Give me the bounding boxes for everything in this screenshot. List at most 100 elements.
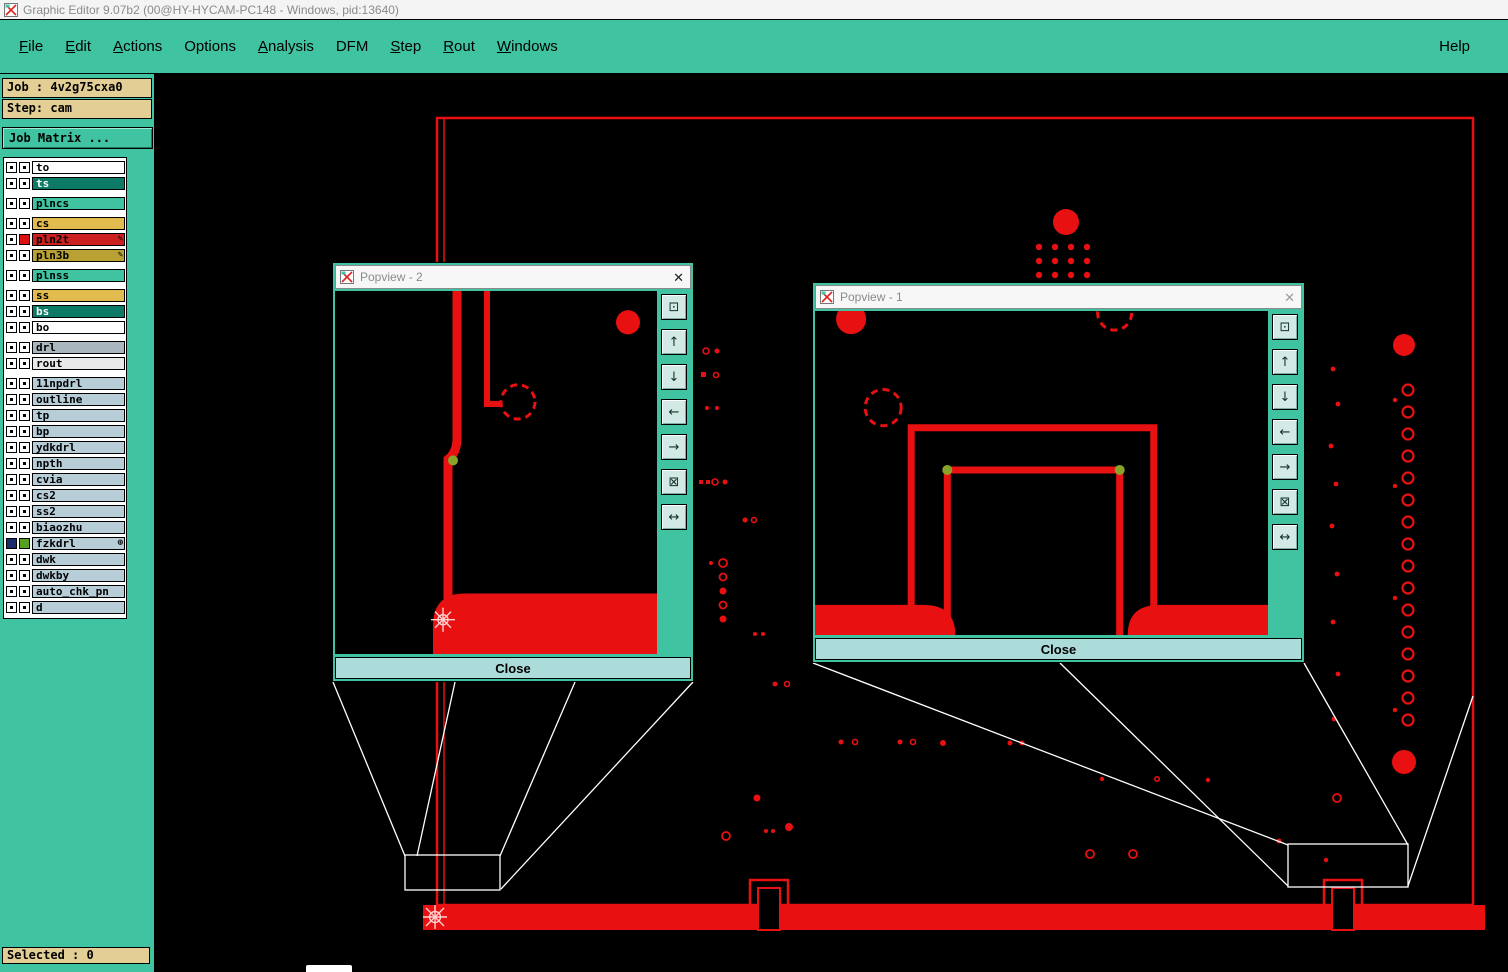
layer-outline[interactable]: outline bbox=[6, 392, 125, 407]
layer-drl[interactable]: drl bbox=[6, 340, 125, 355]
zoom-window-button[interactable]: ⊡ bbox=[1272, 314, 1298, 340]
layer-select-toggle[interactable] bbox=[6, 570, 17, 581]
layer-name[interactable]: cs bbox=[32, 217, 125, 230]
layer-name[interactable]: ydkdrl bbox=[32, 441, 125, 454]
layer-visibility-toggle[interactable] bbox=[19, 218, 30, 229]
layer-visibility-toggle[interactable] bbox=[19, 442, 30, 453]
layer-dwkby[interactable]: dwkby bbox=[6, 568, 125, 583]
layer-select-toggle[interactable] bbox=[6, 442, 17, 453]
center-view-button[interactable]: ↔ bbox=[661, 504, 687, 530]
layer-select-toggle[interactable] bbox=[6, 306, 17, 317]
layer-ss2[interactable]: ss2 bbox=[6, 504, 125, 519]
layer-name[interactable]: plncs bbox=[32, 197, 125, 210]
zoom-window-button[interactable]: ⊡ bbox=[661, 294, 687, 320]
layer-select-toggle[interactable] bbox=[6, 198, 17, 209]
layer-visibility-toggle[interactable] bbox=[19, 290, 30, 301]
layer-name[interactable]: pln2t ✎ bbox=[32, 233, 125, 246]
layer-d[interactable]: d bbox=[6, 600, 125, 615]
layer-fzkdrl[interactable]: fzkdrl ⊕ bbox=[6, 536, 125, 551]
zoom-fit-button[interactable]: ⊠ bbox=[1272, 489, 1298, 515]
layer-visibility-toggle[interactable] bbox=[19, 570, 30, 581]
layer-select-toggle[interactable] bbox=[6, 378, 17, 389]
popview-1-canvas[interactable] bbox=[815, 311, 1268, 635]
layer-name[interactable]: auto_chk_pn bbox=[32, 585, 125, 598]
layer-pln3b[interactable]: pln3b ✎ bbox=[6, 248, 125, 263]
layer-biaozhu[interactable]: biaozhu bbox=[6, 520, 125, 535]
layer-dwk[interactable]: dwk bbox=[6, 552, 125, 567]
layer-select-toggle[interactable] bbox=[6, 490, 17, 501]
layer-select-toggle[interactable] bbox=[6, 602, 17, 613]
popview-1-titlebar[interactable]: Popview - 1 ✕ bbox=[815, 285, 1302, 309]
layer-name[interactable]: outline bbox=[32, 393, 125, 406]
layer-pln2t[interactable]: pln2t ✎ bbox=[6, 232, 125, 247]
menu-step[interactable]: Step bbox=[390, 38, 422, 55]
pan-up-button[interactable]: ↑ bbox=[1272, 349, 1298, 375]
layer-select-toggle[interactable] bbox=[6, 270, 17, 281]
layer-plncs[interactable]: plncs bbox=[6, 196, 125, 211]
layer-visibility-toggle[interactable] bbox=[19, 198, 30, 209]
popview-2-canvas[interactable] bbox=[335, 291, 657, 654]
layer-cs2[interactable]: cs2 bbox=[6, 488, 125, 503]
pan-right-button[interactable]: → bbox=[1272, 454, 1298, 480]
layer-visibility-toggle[interactable] bbox=[19, 586, 30, 597]
layer-visibility-toggle[interactable] bbox=[19, 394, 30, 405]
zoom-fit-button[interactable]: ⊠ bbox=[661, 469, 687, 495]
popview-2-titlebar[interactable]: Popview - 2 ✕ bbox=[335, 265, 691, 289]
layer-plnss[interactable]: plnss bbox=[6, 268, 125, 283]
layer-name[interactable]: drl bbox=[32, 341, 125, 354]
layer-visibility-toggle[interactable] bbox=[19, 306, 30, 317]
layer-bs[interactable]: bs bbox=[6, 304, 125, 319]
popview-2-close-button[interactable]: Close bbox=[335, 657, 691, 679]
layer-select-toggle[interactable] bbox=[6, 410, 17, 421]
layer-cvia[interactable]: cvia bbox=[6, 472, 125, 487]
layer-name[interactable]: 11npdrl bbox=[32, 377, 125, 390]
menu-options[interactable]: Options bbox=[184, 38, 236, 55]
layer-select-toggle[interactable] bbox=[6, 234, 17, 245]
layer-visibility-toggle[interactable] bbox=[19, 342, 30, 353]
layer-visibility-toggle[interactable] bbox=[19, 234, 30, 245]
layer-bp[interactable]: bp bbox=[6, 424, 125, 439]
layer-select-toggle[interactable] bbox=[6, 586, 17, 597]
window-titlebar[interactable]: Graphic Editor 9.07b2 (00@HY-HYCAM-PC148… bbox=[0, 0, 1508, 19]
layer-name[interactable]: dwkby bbox=[32, 569, 125, 582]
layer-name[interactable]: pln3b ✎ bbox=[32, 249, 125, 262]
layer-name[interactable]: bo bbox=[32, 321, 125, 334]
layer-visibility-toggle[interactable] bbox=[19, 162, 30, 173]
layer-name[interactable]: bs bbox=[32, 305, 125, 318]
layer-select-toggle[interactable] bbox=[6, 342, 17, 353]
layer-cs[interactable]: cs bbox=[6, 216, 125, 231]
menu-help[interactable]: Help bbox=[1439, 38, 1470, 55]
layer-select-toggle[interactable] bbox=[6, 506, 17, 517]
layer-ydkdrl[interactable]: ydkdrl bbox=[6, 440, 125, 455]
layer-select-toggle[interactable] bbox=[6, 290, 17, 301]
menu-edit[interactable]: Edit bbox=[65, 38, 92, 55]
pan-right-button[interactable]: → bbox=[661, 434, 687, 460]
layer-auto-chk-pn[interactable]: auto_chk_pn bbox=[6, 584, 125, 599]
menu-rout[interactable]: Rout bbox=[443, 38, 475, 55]
layer-tp[interactable]: tp bbox=[6, 408, 125, 423]
layer-name[interactable]: ss bbox=[32, 289, 125, 302]
layer-visibility-toggle[interactable] bbox=[19, 250, 30, 261]
pan-down-button[interactable]: ↓ bbox=[1272, 384, 1298, 410]
layer-visibility-toggle[interactable] bbox=[19, 554, 30, 565]
layer-bo[interactable]: bo bbox=[6, 320, 125, 335]
layer-ss[interactable]: ss bbox=[6, 288, 125, 303]
layer-name[interactable]: to bbox=[32, 161, 125, 174]
layer-name[interactable]: cvia bbox=[32, 473, 125, 486]
layer-to[interactable]: to bbox=[6, 160, 125, 175]
job-matrix-button[interactable]: Job Matrix ... bbox=[2, 127, 153, 149]
layer-visibility-toggle[interactable] bbox=[19, 602, 30, 613]
layer-name[interactable]: rout bbox=[32, 357, 125, 370]
pan-left-button[interactable]: ← bbox=[661, 399, 687, 425]
layer-visibility-toggle[interactable] bbox=[19, 358, 30, 369]
layer-select-toggle[interactable] bbox=[6, 554, 17, 565]
layer-visibility-toggle[interactable] bbox=[19, 270, 30, 281]
layer-name[interactable]: tp bbox=[32, 409, 125, 422]
layer-visibility-toggle[interactable] bbox=[19, 458, 30, 469]
layer-visibility-toggle[interactable] bbox=[19, 538, 30, 549]
layer-visibility-toggle[interactable] bbox=[19, 474, 30, 485]
layer-select-toggle[interactable] bbox=[6, 426, 17, 437]
layer-name[interactable]: cs2 bbox=[32, 489, 125, 502]
layer-select-toggle[interactable] bbox=[6, 358, 17, 369]
layer-select-toggle[interactable] bbox=[6, 458, 17, 469]
